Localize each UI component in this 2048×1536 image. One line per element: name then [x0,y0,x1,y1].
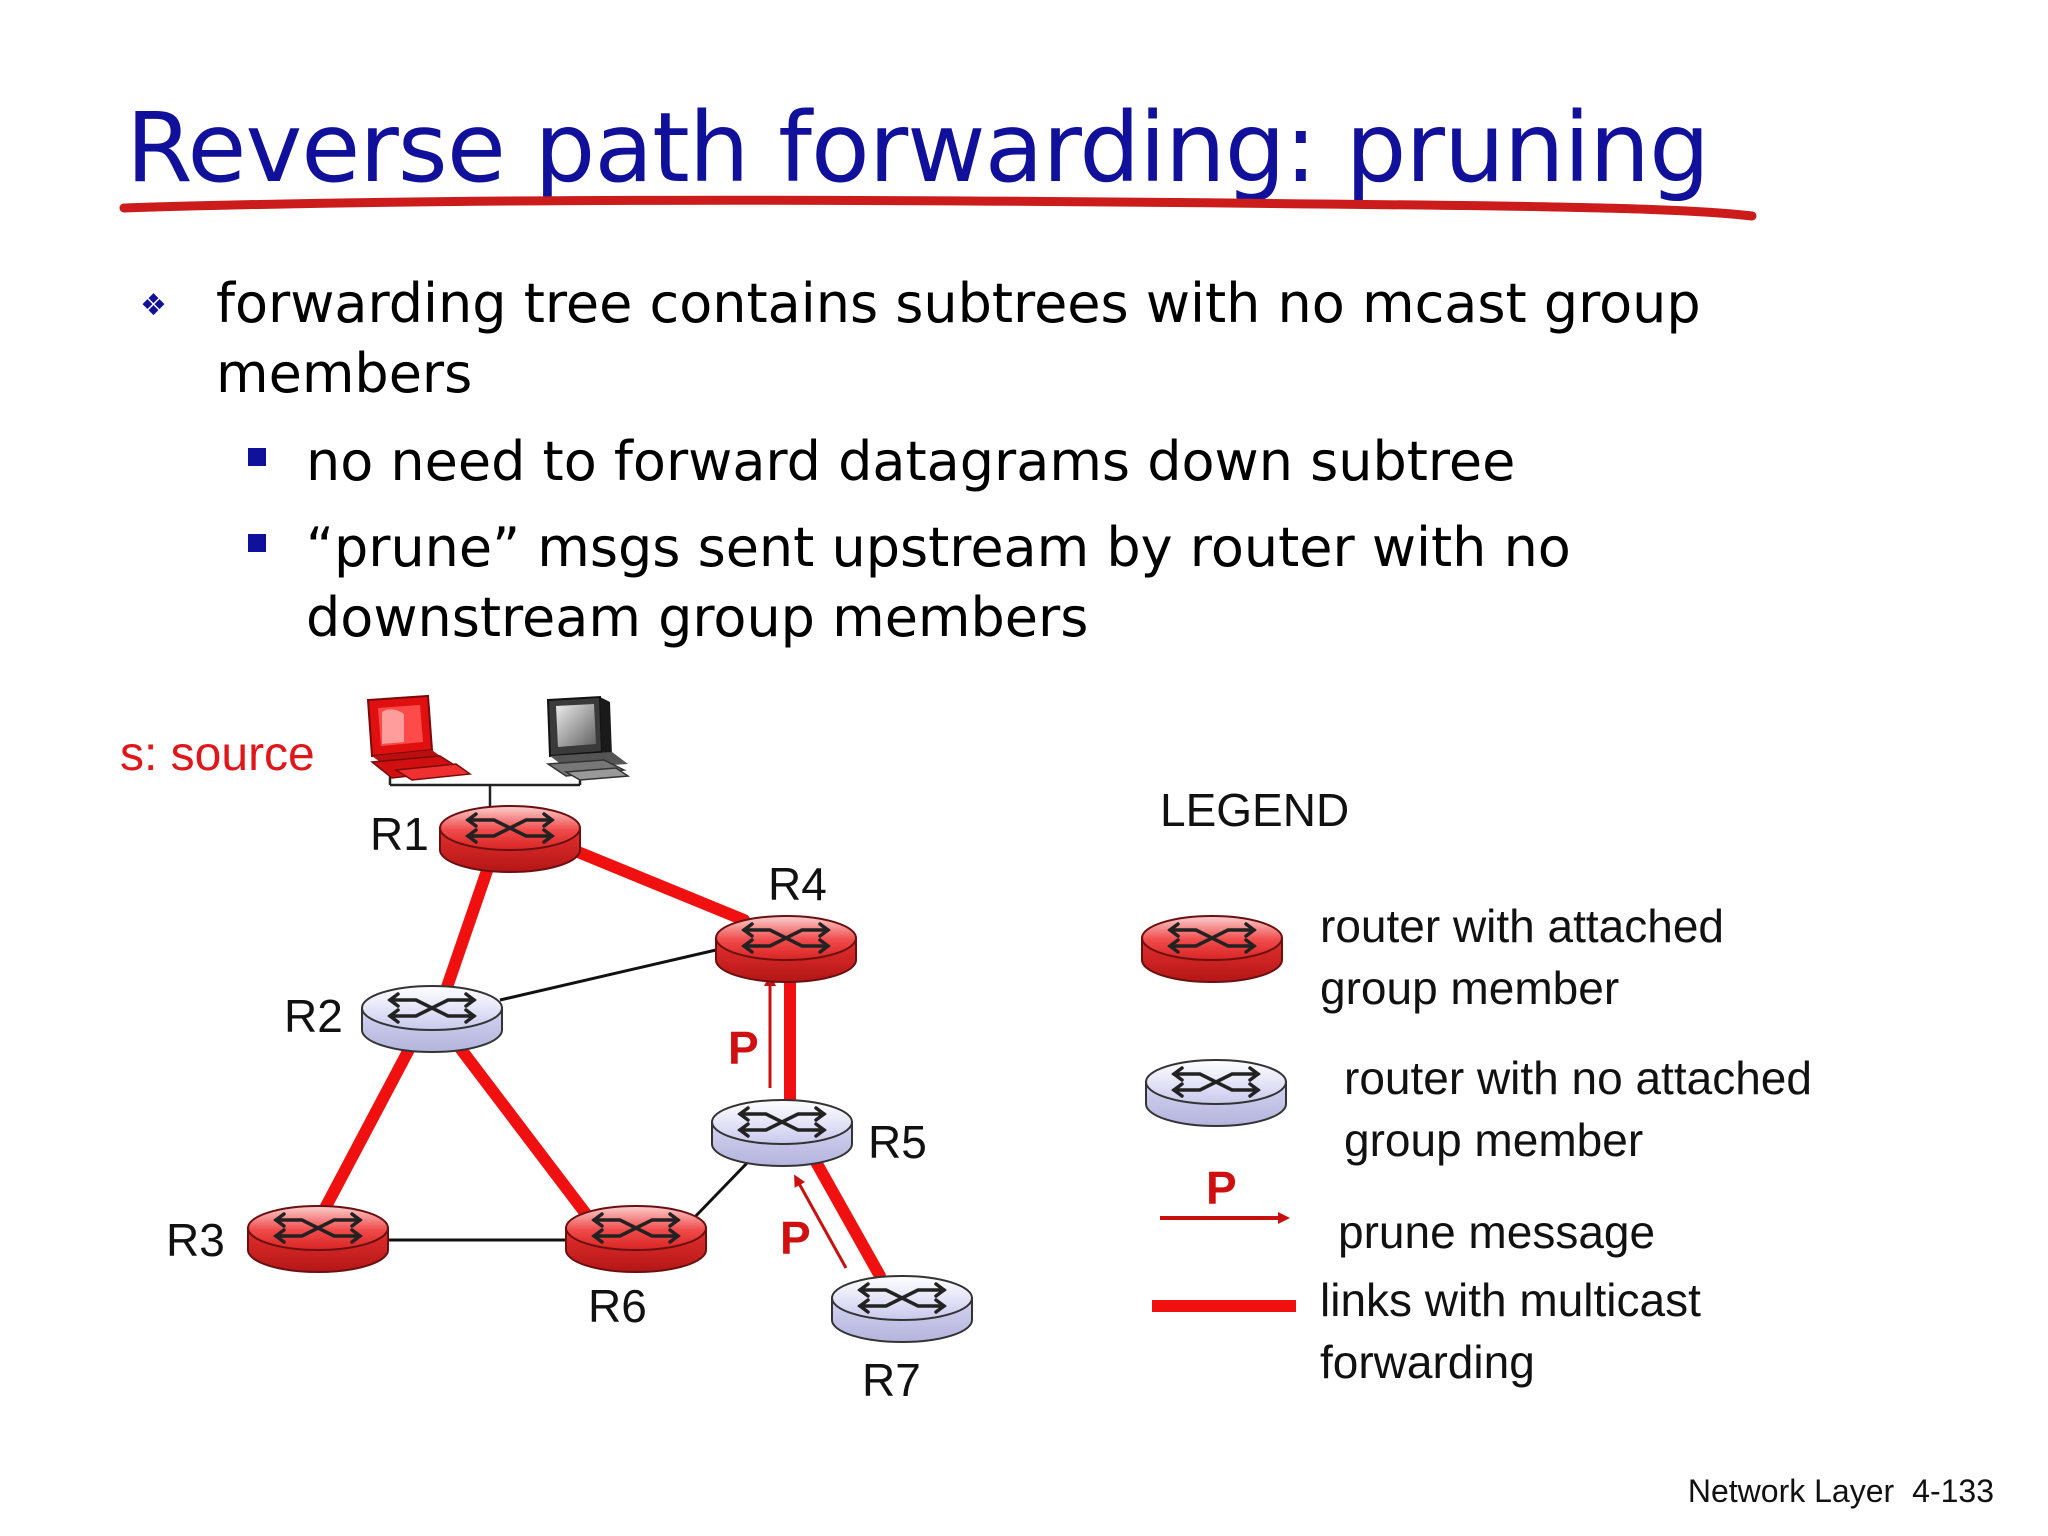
legend-nonmember-router-icon [1144,1058,1288,1128]
router-label-r2: R2 [284,990,343,1042]
legend-nonmember-line-2: group member [1344,1114,1643,1166]
source-label: s: source [120,728,315,781]
sub-bullet-2-line-2: downstream group members [306,586,1089,649]
bullet-list: ❖ forwarding tree contains subtrees with… [0,0,2048,700]
router-label-r4: R4 [768,858,827,910]
router-r2-nonmember-icon [360,984,504,1054]
router-r5-nonmember-icon [710,1098,854,1168]
router-r7-nonmember-icon [830,1274,974,1344]
square-bullet-icon [248,448,266,466]
router-label-r6: R6 [588,1280,647,1332]
router-r6-member-icon [564,1204,708,1274]
footer-section: Network Layer [1687,1473,1895,1509]
prune-label-r7: P [780,1212,811,1264]
link-r2-r3 [316,1034,420,1220]
sub-bullet-2-line-1: “prune” msgs sent upstream by router wit… [306,516,1571,579]
source-computer-icon [366,694,473,781]
member-computer-icon [545,695,631,781]
prune-arrow-r7-r5 [794,1174,848,1269]
sub-bullet-1: no need to forward datagrams down subtre… [306,430,1516,493]
router-label-r7: R7 [862,1354,921,1406]
legend-member-router-icon [1140,914,1284,984]
prune-label-r5: P [728,1022,759,1074]
legend-prune-symbol: P [1206,1162,1237,1214]
legend-links-line-1: links with multicast [1320,1274,1701,1326]
diamond-bullet-icon: ❖ [140,288,167,323]
bullet-1-line-2: members [216,342,473,405]
footer: Network Layer 4-133 [1688,1473,1994,1510]
link-r1-r2 [440,856,496,996]
router-label-r5: R5 [868,1116,927,1168]
link-r6-r5 [688,1160,750,1224]
legend-nonmember-line-1: router with no attached [1344,1052,1812,1104]
title-underline [119,195,1757,221]
footer-page: 4-133 [1912,1473,1994,1509]
legend-prune-text: prune message [1338,1206,1655,1258]
bullet-1-line-1: forwarding tree contains subtrees with n… [216,272,1701,335]
legend-title: LEGEND [1160,784,1349,836]
router-label-r3: R3 [166,1214,225,1266]
link-r2-r4 [499,948,717,1002]
link-r1-r4 [572,846,750,926]
router-label-r1: R1 [370,808,429,860]
slide-title: Reverse path forwarding: pruning [126,92,1710,204]
square-bullet-icon [248,534,266,552]
link-r5-r7 [810,1156,886,1282]
router-r3-member-icon [246,1204,390,1274]
router-r4-member-icon [714,914,858,984]
legend-member-line-1: router with attached [1320,900,1724,952]
legend-links-line-2: forwarding [1320,1336,1535,1388]
link-r2-r6 [448,1034,592,1220]
legend-member-line-2: group member [1320,962,1619,1014]
router-r1-member-icon [438,804,582,874]
